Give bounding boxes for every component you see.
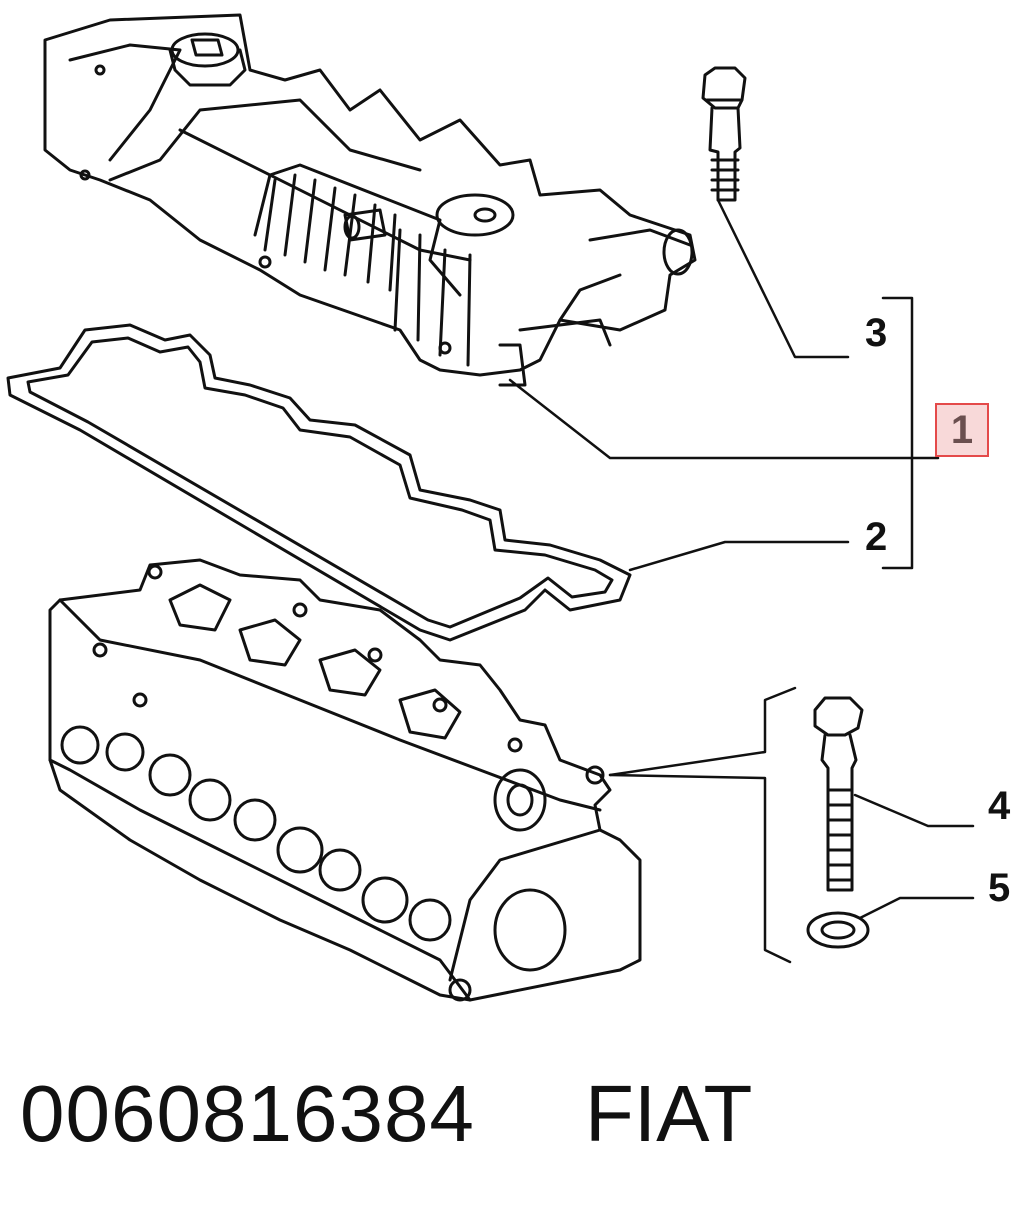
gasket xyxy=(6,323,632,642)
callout-2: 2 xyxy=(865,515,888,559)
bolt-3 xyxy=(701,66,747,202)
callout-1[interactable]: 1 xyxy=(935,403,989,457)
part-number: 0060816384 xyxy=(20,1069,475,1158)
callout-5: 5 xyxy=(988,866,1011,910)
valve-cover xyxy=(43,13,697,387)
cylinder-head xyxy=(48,558,642,1002)
washer-5 xyxy=(806,911,870,949)
callout-4: 4 xyxy=(988,784,1011,828)
leader-lines xyxy=(508,198,975,964)
bolt-4 xyxy=(813,696,864,892)
callout-3: 3 xyxy=(865,311,888,355)
brand-name: FIAT xyxy=(585,1069,753,1158)
